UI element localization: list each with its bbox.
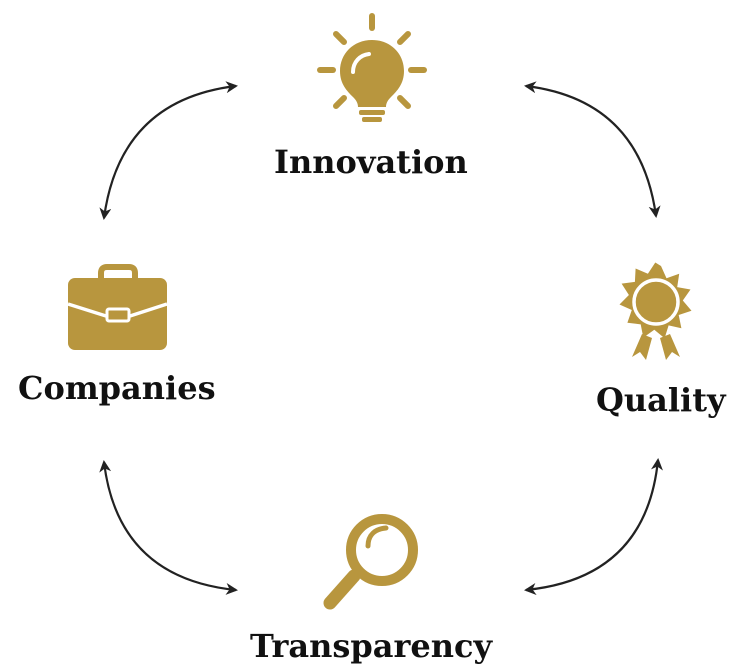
award-rosette-icon (619, 262, 692, 360)
innovation-label: Innovation (274, 143, 468, 181)
companies-label: Companies (18, 369, 216, 407)
arrow-innovation-companies (99, 81, 238, 220)
arrow-companies-transparency (99, 460, 238, 595)
transparency-label: Transparency (250, 627, 493, 665)
quality-label: Quality (596, 381, 726, 419)
briefcase-icon (67, 264, 168, 350)
arrow-quality-transparency (524, 458, 663, 595)
arrow-innovation-quality (524, 81, 661, 218)
lightbulb-icon (317, 13, 427, 122)
magnifying-glass-icon (323, 514, 418, 610)
